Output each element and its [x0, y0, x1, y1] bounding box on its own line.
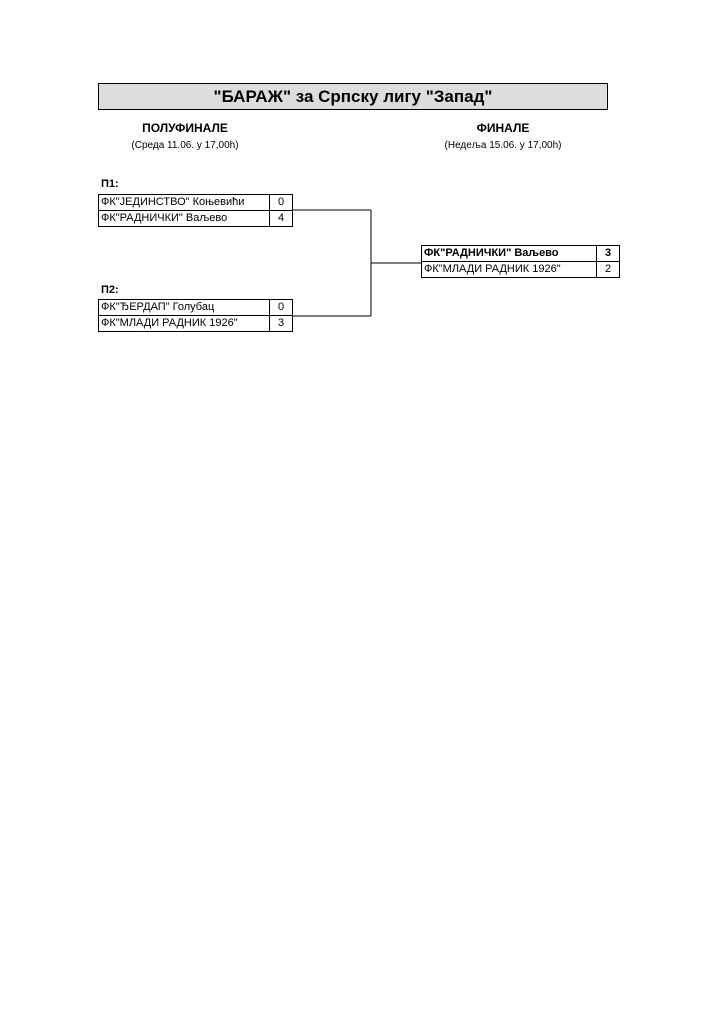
table-row: ФК"ЂЕРДАП" Голубац 0	[98, 299, 293, 316]
match-2-label: П2:	[101, 284, 119, 296]
page-title: "БАРАЖ" за Српску лигу "Запад"	[98, 83, 608, 110]
final-team-1-name: ФК"РАДНИЧКИ" Ваљево	[421, 245, 597, 262]
final-heading: ФИНАЛЕ	[476, 121, 530, 135]
match-2-team-2-name: ФК"МЛАДИ РАДНИК 1926"	[98, 315, 270, 332]
final-table: ФК"РАДНИЧКИ" Ваљево 3 ФК"МЛАДИ РАДНИК 19…	[421, 245, 620, 278]
match-1-team-1-name: ФК"ЈЕДИНСТВО" Коњевићи	[98, 194, 270, 211]
match-1-team-1-score: 0	[269, 194, 293, 211]
match-2-team-2-score: 3	[269, 315, 293, 332]
table-row: ФК"РАДНИЧКИ" Ваљево 4	[98, 210, 293, 227]
table-row: ФК"РАДНИЧКИ" Ваљево 3	[421, 245, 620, 262]
table-row: ФК"МЛАДИ РАДНИК 1926" 2	[421, 261, 620, 278]
final-team-2-name: ФК"МЛАДИ РАДНИК 1926"	[421, 261, 597, 278]
match-1-label: П1:	[101, 178, 119, 190]
match-1-team-2-score: 4	[269, 210, 293, 227]
final-team-1-score: 3	[596, 245, 620, 262]
final-team-2-score: 2	[596, 261, 620, 278]
match-1-team-2-name: ФК"РАДНИЧКИ" Ваљево	[98, 210, 270, 227]
match-2-table: ФК"ЂЕРДАП" Голубац 0 ФК"МЛАДИ РАДНИК 192…	[98, 299, 293, 332]
semifinal-date: (Среда 11.06. у 17,00h)	[131, 140, 239, 151]
match-1-table: ФК"ЈЕДИНСТВО" Коњевићи 0 ФК"РАДНИЧКИ" Ва…	[98, 194, 293, 227]
table-row: ФК"ЈЕДИНСТВО" Коњевићи 0	[98, 194, 293, 211]
match-2-team-1-name: ФК"ЂЕРДАП" Голубац	[98, 299, 270, 316]
final-date: (Недеља 15.06. у 17,00h)	[444, 140, 562, 151]
match-2-team-1-score: 0	[269, 299, 293, 316]
table-row: ФК"МЛАДИ РАДНИК 1926" 3	[98, 315, 293, 332]
semifinal-heading: ПОЛУФИНАЛЕ	[142, 121, 228, 135]
